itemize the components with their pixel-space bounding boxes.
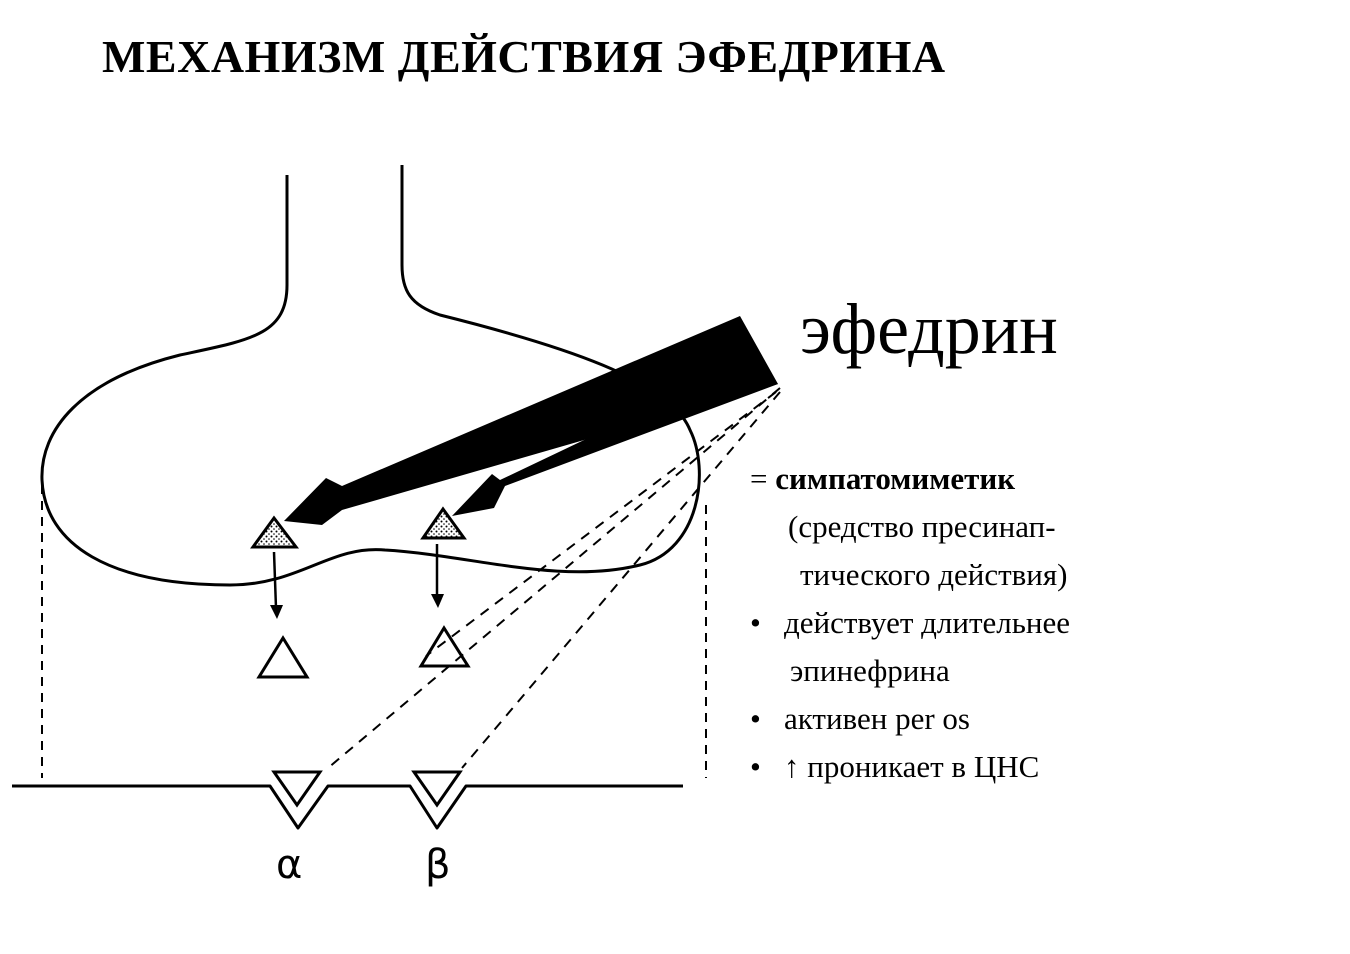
bullet-item-1-continuation: эпинефрина <box>790 653 950 688</box>
bullet-item-1-text: действует длительнее <box>784 605 1071 640</box>
beta-receptor-label: β <box>425 842 451 888</box>
bullet-item-3: • ↑ проникает в ЦНС <box>750 743 1070 791</box>
bullet-item-2: • активен per os <box>750 695 1070 743</box>
postsynaptic-membrane <box>12 784 683 830</box>
alpha-receptor-icon <box>271 770 323 808</box>
ephedrine-label: эфедрин <box>800 289 1058 369</box>
bullet-icon: • <box>750 605 761 640</box>
notes-list: = симпатомиметик (средство пресинап- тич… <box>750 455 1070 791</box>
bullet-icon: • <box>750 749 761 784</box>
dashed-line-to-alpha <box>327 387 781 769</box>
page-title: МЕХАНИЗМ ДЕЙСТВИЯ ЭФЕДРИНА <box>102 31 946 82</box>
class-desc-line-2: тического действия) <box>800 557 1068 592</box>
vesicle-icon-left <box>250 515 300 549</box>
release-arrowhead-left <box>270 605 283 619</box>
class-line: = симпатомиметик <box>750 455 1070 503</box>
class-desc-line-1: (средство пресинап- <box>788 509 1056 544</box>
ephedrine-wedge-arrow-2 <box>452 360 778 516</box>
bullet-icon: • <box>750 701 761 736</box>
equals-sign: = <box>750 461 776 496</box>
release-arrow-left <box>272 551 278 609</box>
beta-receptor-icon <box>411 770 463 808</box>
class-name: симпатомиметик <box>775 461 1016 496</box>
bullet-item-2-text: активен per os <box>784 701 970 736</box>
alpha-receptor-label: α <box>276 842 303 888</box>
ephedrine-wedge-arrow-1 <box>284 316 778 525</box>
nerve-terminal-outline <box>40 165 701 587</box>
vesicle-icon-right <box>420 506 467 540</box>
release-arrowhead-right <box>431 594 444 608</box>
released-transmitter-icon-left <box>256 635 310 679</box>
dashed-line-to-vesicle <box>425 391 777 657</box>
released-transmitter-icon-right <box>418 625 471 668</box>
bullet-item-1: • действует длительнее <box>750 599 1070 647</box>
bullet-item-3-text: ↑ проникает в ЦНС <box>784 749 1040 784</box>
